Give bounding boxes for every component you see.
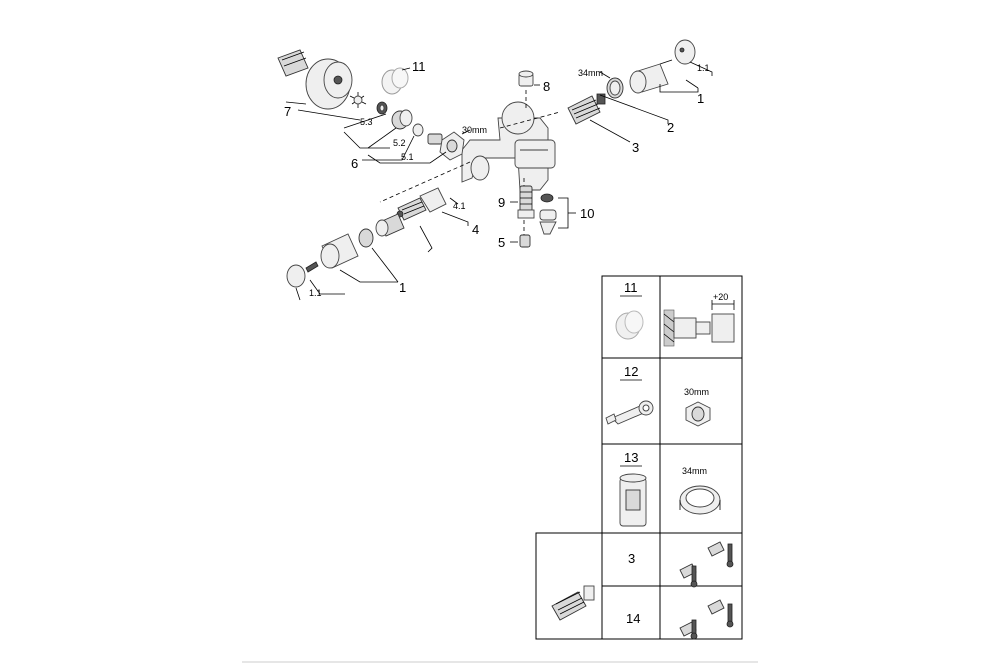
top-left-handle-assembly	[277, 49, 465, 161]
mixer-body	[461, 101, 556, 191]
callout-5-3: 5.3	[360, 117, 373, 127]
plug-part-8	[518, 70, 540, 87]
callout-5-1: 5.1	[401, 152, 414, 162]
extension-piece-image	[615, 310, 644, 340]
axis-line-upper	[499, 111, 561, 129]
callout-4-1: 4.1	[453, 201, 466, 211]
callout-7: 7	[284, 104, 291, 119]
hex-nut-30mm-icon	[685, 401, 711, 427]
callout-5: 5	[498, 235, 505, 250]
leader-lines-top-right	[589, 61, 713, 143]
callout-1-1-top: 1.1	[697, 63, 710, 73]
callout-11: 11	[412, 59, 426, 74]
size-30mm: 30mm	[684, 387, 709, 397]
top-right-handle-assembly	[567, 39, 696, 125]
callout-1-top: 1	[697, 91, 704, 106]
callout-34mm: 34mm	[578, 68, 603, 78]
diverter-parts	[517, 185, 557, 248]
callout-4: 4	[472, 222, 479, 237]
callout-30mm: 30mm	[462, 125, 487, 135]
callout-1-1-bottom: 1.1	[309, 288, 322, 298]
ring-nut-34mm-icon	[679, 485, 721, 515]
extension-dimension-drawing	[663, 300, 735, 347]
size-34mm: 34mm	[682, 466, 707, 476]
table-label-14: 14	[626, 611, 640, 626]
callout-6: 6	[351, 156, 358, 171]
sleeve-tool-icon	[619, 473, 647, 527]
callout-10: 10	[580, 206, 594, 221]
leader-lines-center	[510, 197, 576, 243]
temperature-cartridge-icons-row-14	[679, 599, 734, 640]
table-label-13: 13	[624, 450, 638, 465]
leader-lines-bottom-left	[295, 197, 469, 301]
dimension-plus-20: +20	[713, 292, 728, 302]
table-label-11: 11	[624, 280, 638, 295]
callout-3: 3	[632, 140, 639, 155]
callout-9: 9	[498, 195, 505, 210]
table-label-12: 12	[624, 364, 638, 379]
wrench-icon	[605, 400, 654, 425]
callout-8: 8	[543, 79, 550, 94]
accessory-table	[535, 275, 743, 640]
table-label-3: 3	[628, 551, 635, 566]
axis-line-left	[379, 161, 471, 203]
temperature-cartridge-icons-row-3	[679, 541, 734, 588]
callout-2: 2	[667, 120, 674, 135]
callout-5-2: 5.2	[393, 138, 406, 148]
bottom-left-handle-assembly	[286, 187, 447, 288]
callout-1-bottom: 1	[399, 280, 406, 295]
thermostatic-cartridge-image	[551, 585, 595, 621]
leader-lines-top-left	[285, 67, 471, 164]
